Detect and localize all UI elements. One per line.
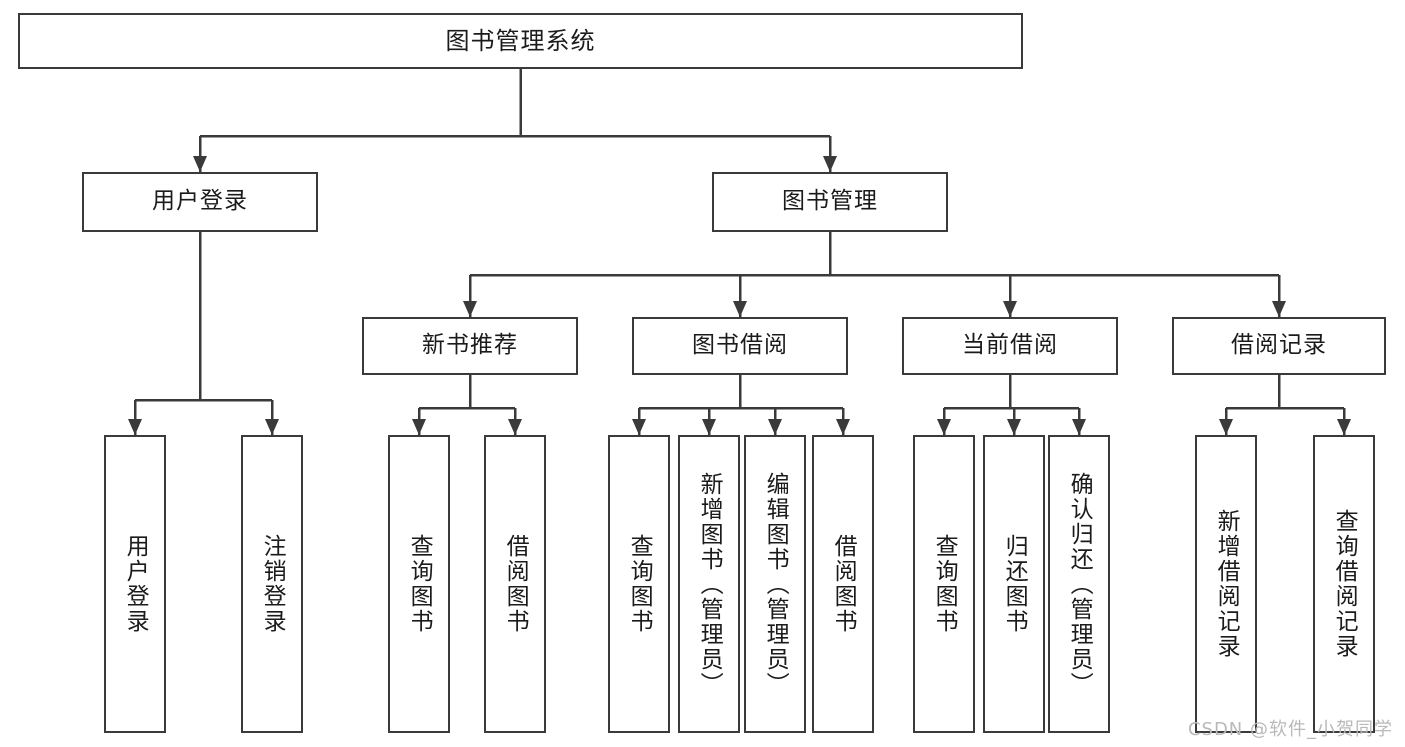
node-label: 新书推荐 <box>422 332 518 359</box>
node-new-book-recommend[interactable]: 新书推荐 <box>362 317 578 375</box>
node-leaf-add-book-admin[interactable]: 新增图书（管理员） <box>678 435 740 733</box>
node-label: 新增借阅记录 <box>1213 509 1240 659</box>
node-label: 编辑图书（管理员） <box>762 471 789 697</box>
node-label: 确认归还（管理员） <box>1066 471 1093 697</box>
node-root[interactable]: 图书管理系统 <box>18 13 1023 69</box>
node-borrow-record[interactable]: 借阅记录 <box>1172 317 1386 375</box>
node-leaf-borrow-book[interactable]: 借阅图书 <box>812 435 874 733</box>
node-label: 借阅图书 <box>830 534 857 634</box>
node-leaf-edit-book-admin[interactable]: 编辑图书（管理员） <box>744 435 806 733</box>
node-book-borrow[interactable]: 图书借阅 <box>632 317 848 375</box>
node-leaf-borrow-book-new[interactable]: 借阅图书 <box>484 435 546 733</box>
node-leaf-query-book-current[interactable]: 查询图书 <box>913 435 975 733</box>
node-label: 注销登录 <box>259 534 286 634</box>
node-leaf-add-borrow-record[interactable]: 新增借阅记录 <box>1195 435 1257 733</box>
node-label: 借阅图书 <box>502 534 529 634</box>
node-leaf-logout[interactable]: 注销登录 <box>241 435 303 733</box>
node-leaf-confirm-return-admin[interactable]: 确认归还（管理员） <box>1048 435 1110 733</box>
watermark: CSDN @软件_小贺同学 <box>1187 719 1393 740</box>
node-label: 图书管理系统 <box>445 26 596 55</box>
node-label: 查询图书 <box>931 534 958 634</box>
node-user-login[interactable]: 用户登录 <box>82 172 318 232</box>
node-leaf-query-book-new[interactable]: 查询图书 <box>388 435 450 733</box>
node-leaf-query-book-borrow[interactable]: 查询图书 <box>608 435 670 733</box>
node-label: 图书借阅 <box>692 332 788 359</box>
node-label: 查询图书 <box>626 534 653 634</box>
node-current-borrow[interactable]: 当前借阅 <box>902 317 1118 375</box>
node-leaf-query-borrow-record[interactable]: 查询借阅记录 <box>1313 435 1375 733</box>
node-leaf-user-login[interactable]: 用户登录 <box>104 435 166 733</box>
node-label: 当前借阅 <box>962 332 1058 359</box>
node-label: 查询图书 <box>406 534 433 634</box>
node-label: 图书管理 <box>782 188 878 215</box>
node-leaf-return-book[interactable]: 归还图书 <box>983 435 1045 733</box>
node-label: 用户登录 <box>122 534 149 634</box>
node-label: 用户登录 <box>152 188 248 215</box>
node-book-management[interactable]: 图书管理 <box>712 172 948 232</box>
node-label: 查询借阅记录 <box>1331 509 1358 659</box>
node-label: 借阅记录 <box>1231 332 1327 359</box>
node-label: 新增图书（管理员） <box>696 471 723 697</box>
node-label: 归还图书 <box>1001 534 1028 634</box>
